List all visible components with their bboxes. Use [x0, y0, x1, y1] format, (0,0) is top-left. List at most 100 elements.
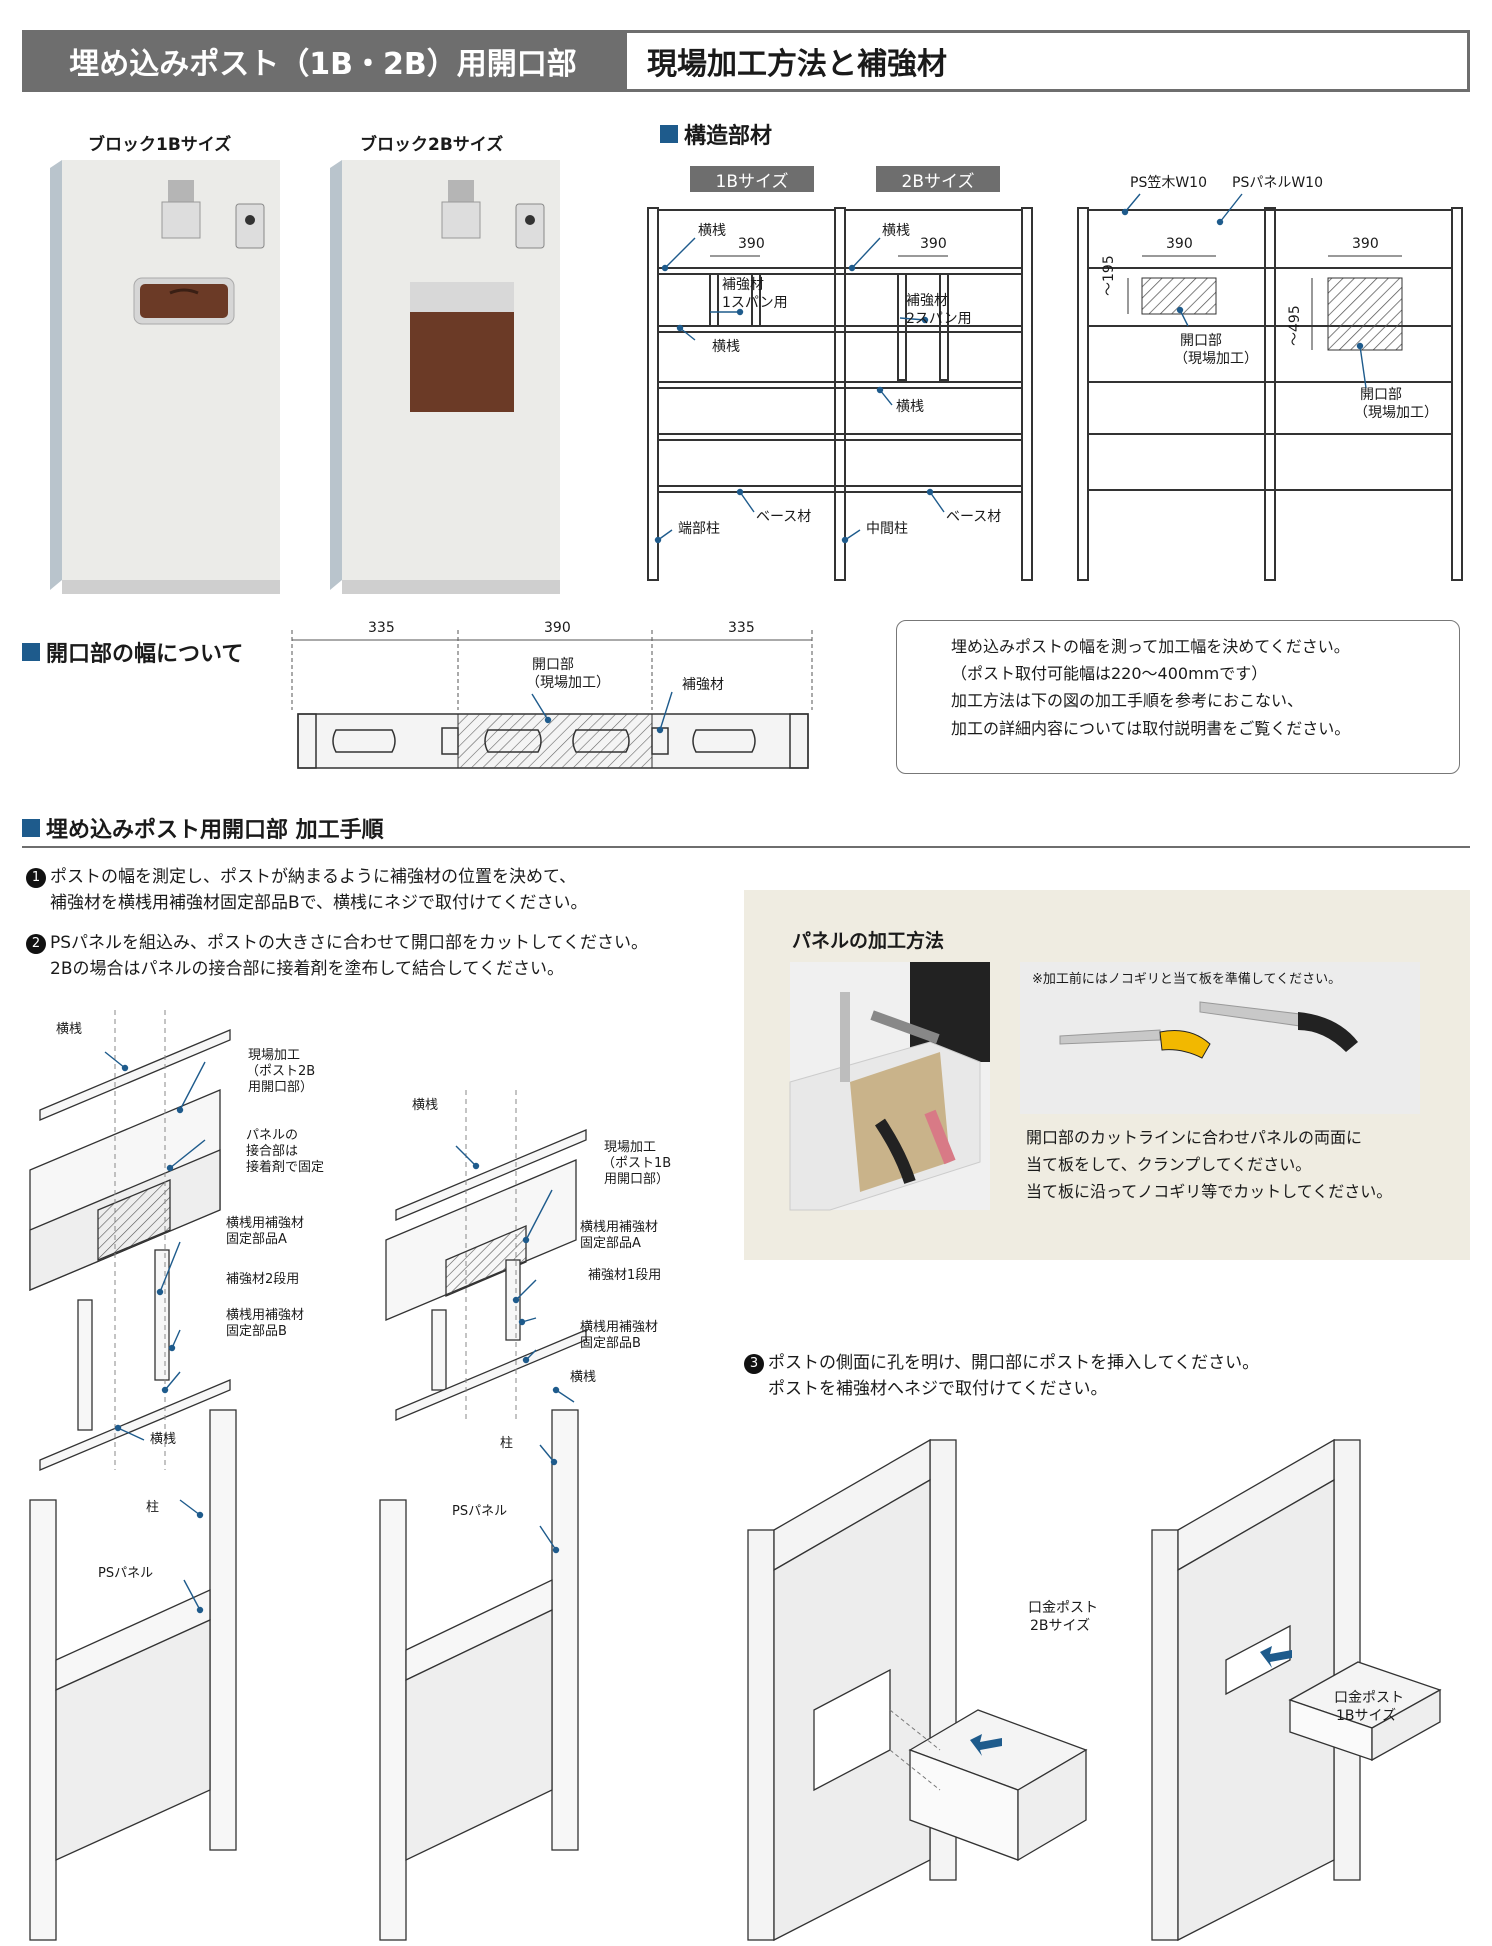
panel-method-title: パネルの加工方法	[792, 930, 945, 952]
ex2b-hashira: 柱	[146, 1500, 160, 1515]
label-ps-panel: PSパネルW10	[1232, 175, 1323, 191]
label-hokyo-1span-1: 補強材	[722, 277, 764, 293]
label-base-2: ベース材	[946, 509, 1002, 525]
info-line-2: （ポスト取付可能幅は220～400mmです）	[951, 664, 1268, 684]
ex2b-join-3: 接着剤で固定	[246, 1160, 325, 1175]
dim-195: ～195	[1101, 255, 1117, 296]
tag-1b-size: 1Bサイズ	[690, 166, 814, 192]
insert-post-2b-2: 2Bサイズ	[1030, 1618, 1091, 1634]
ex1b-partA-2: 固定部品A	[580, 1236, 641, 1251]
ex2b-genba-1: 現場加工	[248, 1048, 301, 1063]
step-number-1: 1	[26, 868, 46, 889]
insert-post-2b-1: 口金ポスト	[1028, 1600, 1098, 1616]
label-opening-1a: 開口部	[1180, 333, 1222, 349]
ex2b-join-2: 接合部は	[246, 1144, 299, 1159]
dim-390-mid: 390	[544, 620, 571, 636]
ex1b-ps-panel: PSパネル	[452, 1504, 508, 1519]
label-mid-post: 中間柱	[866, 521, 908, 537]
dim-335-right: 335	[728, 620, 755, 636]
step-number-3: 3	[744, 1354, 764, 1375]
info-box: 埋め込みポストの幅を測って加工幅を決めてください。 （ポスト取付可能幅は220～…	[896, 620, 1460, 774]
ex1b-genba-1: 現場加工	[604, 1140, 657, 1155]
label-base-1: ベース材	[756, 509, 812, 525]
label-opening-w2: （現場加工）	[526, 675, 610, 691]
block-2b-label: ブロック2Bサイズ	[360, 135, 504, 155]
dim-390-4: 390	[1352, 236, 1379, 252]
ex1b-hashira: 柱	[500, 1436, 514, 1451]
structure-frame-1b-2b	[647, 207, 1033, 581]
label-opening-2b: （現場加工）	[1354, 405, 1438, 421]
panel-method-box: パネルの加工方法 ※加工前にはノコギリと当て板を準備してください。 開口部のカッ…	[744, 890, 1470, 1260]
ex2b-partB-1: 横桟用補強材	[226, 1308, 305, 1323]
dim-495: ～495	[1287, 305, 1303, 346]
ex2b-genba-3: 用開口部）	[248, 1080, 314, 1095]
width-heading: 開口部の幅について	[22, 636, 243, 668]
header-left-title: 埋め込みポスト（1B・2B）用開口部	[22, 30, 624, 92]
exploded-diagram-2b	[29, 1010, 237, 1941]
ex2b-hokyo-2dan: 補強材2段用	[226, 1272, 300, 1287]
panel-method-desc: 開口部のカットラインに合わせパネルの両面に 当て板をして、クランプしてください。…	[1026, 1128, 1393, 1202]
saw-icon	[1059, 1001, 1358, 1059]
insert-diagram-1b	[1151, 1438, 1442, 1942]
block-1b-label: ブロック1Bサイズ	[88, 135, 232, 155]
structure-panel-frame	[1077, 193, 1463, 581]
insert-post-1b-1: 口金ポスト	[1334, 1690, 1404, 1706]
procedure-heading: 埋め込みポスト用開口部 加工手順	[22, 812, 384, 844]
ex1b-genba-2: （ポスト1B	[602, 1156, 672, 1171]
label-ps-kasagi: PS笠木W10	[1130, 175, 1207, 191]
info-line-3: 加工方法は下の図の加工手順を参考におこない、	[951, 691, 1304, 711]
ex1b-genba-3: 用開口部）	[604, 1172, 670, 1187]
structure-heading: 構造部材	[660, 118, 772, 150]
ex1b-partA-1: 横桟用補強材	[580, 1220, 659, 1235]
ex1b-yokosan-bottom: 横桟	[570, 1370, 597, 1385]
clamp-photo	[789, 962, 990, 1211]
panel-method-note: ※加工前にはノコギリと当て板を準備してください。	[1032, 972, 1342, 987]
ex2b-partA-2: 固定部品A	[226, 1232, 287, 1247]
section-marker-icon	[22, 643, 40, 661]
label-reinforce-w: 補強材	[682, 677, 724, 693]
dim-335-left: 335	[368, 620, 395, 636]
label-yokosan-4: 横桟	[896, 399, 924, 415]
step-number-2: 2	[26, 934, 46, 955]
label-opening-2a: 開口部	[1360, 387, 1402, 403]
ex1b-partB-1: 横桟用補強材	[580, 1320, 659, 1335]
label-yokosan-1: 横桟	[698, 223, 726, 239]
label-end-post: 端部柱	[678, 521, 720, 537]
ex2b-partA-1: 横桟用補強材	[226, 1216, 305, 1231]
label-yokosan-3: 横桟	[882, 223, 910, 239]
ex2b-partB-2: 固定部品B	[226, 1324, 287, 1339]
section-marker-icon	[660, 125, 678, 143]
label-opening-w1: 開口部	[532, 657, 574, 673]
tag-2b-size: 2Bサイズ	[876, 166, 1000, 192]
insert-diagram-2b	[747, 1438, 1088, 1942]
label-hokyo-1span-2: 1スパン用	[722, 295, 788, 311]
header-right-title: 現場加工方法と補強材	[624, 30, 1470, 92]
dim-390-1: 390	[738, 236, 765, 252]
section-marker-icon	[22, 819, 40, 837]
info-line-4: 加工の詳細内容については取付説明書をご覧ください。	[951, 718, 1351, 738]
label-yokosan-2: 横桟	[712, 339, 740, 355]
saw-photo-frame: ※加工前にはノコギリと当て板を準備してください。	[1020, 962, 1420, 1114]
ex2b-yokosan-top: 横桟	[56, 1022, 83, 1037]
ex1b-hokyo-1dan: 補強材1段用	[588, 1268, 662, 1283]
ex2b-ps-panel: PSパネル	[98, 1566, 154, 1581]
block-1b-photo	[50, 160, 280, 594]
ex2b-yokosan-bottom: 横桟	[150, 1432, 177, 1447]
label-hokyo-2span-2: 2スパン用	[906, 311, 972, 327]
procedure-divider	[22, 846, 1470, 848]
ex1b-yokosan-top: 横桟	[412, 1098, 439, 1113]
dim-390-2: 390	[920, 236, 947, 252]
ex1b-partB-2: 固定部品B	[580, 1336, 641, 1351]
ex2b-genba-2: （ポスト2B	[246, 1064, 316, 1079]
block-2b-photo	[330, 160, 560, 594]
ex2b-join-1: パネルの	[246, 1128, 299, 1143]
exploded-diagram-1b	[379, 1090, 587, 1941]
label-opening-1b: （現場加工）	[1174, 351, 1258, 367]
info-line-1: 埋め込みポストの幅を測って加工幅を決めてください。	[951, 637, 1350, 656]
insert-post-1b-2: 1Bサイズ	[1336, 1708, 1397, 1724]
label-hokyo-2span-1: 補強材	[906, 293, 948, 309]
dim-390-3: 390	[1166, 236, 1193, 252]
